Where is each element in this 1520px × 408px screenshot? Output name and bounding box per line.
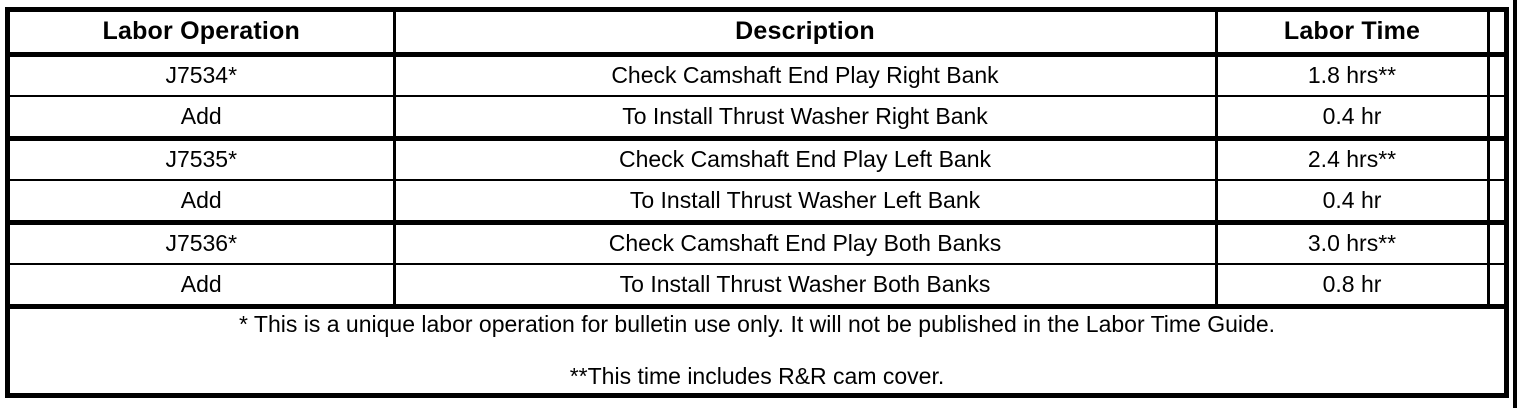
cell-labor-time: 3.0 hrs** bbox=[1216, 222, 1490, 265]
labor-operation-table-container: Labor Operation Description Labor Time J… bbox=[5, 7, 1509, 398]
cell-description: To Install Thrust Washer Right Bank bbox=[394, 96, 1218, 141]
footnote-spacer bbox=[10, 338, 1504, 364]
cell-description: Check Camshaft End Play Both Banks bbox=[394, 222, 1218, 265]
cell-labor-time: 0.4 hr bbox=[1216, 96, 1490, 141]
table-row: Add To Install Thrust Washer Right Bank … bbox=[10, 96, 1504, 141]
column-header-labor-operation: Labor Operation bbox=[10, 12, 396, 57]
cell-extra bbox=[1488, 264, 1504, 309]
cell-extra bbox=[1488, 138, 1504, 181]
cell-labor-time: 2.4 hrs** bbox=[1216, 138, 1490, 181]
footnote-single-asterisk: * This is a unique labor operation for b… bbox=[238, 311, 1276, 338]
cell-extra bbox=[1488, 180, 1504, 225]
cell-labor-operation: Add bbox=[10, 264, 396, 309]
table-footnotes-row: * This is a unique labor operation for b… bbox=[10, 306, 1504, 393]
footnote-double-asterisk: **This time includes R&R cam cover. bbox=[569, 362, 945, 389]
footnotes-cell: * This is a unique labor operation for b… bbox=[10, 306, 1504, 393]
labor-operation-table: Labor Operation Description Labor Time J… bbox=[10, 12, 1504, 393]
cell-description: To Install Thrust Washer Left Bank bbox=[394, 180, 1218, 225]
cell-description: Check Camshaft End Play Right Bank bbox=[394, 54, 1218, 97]
cell-extra bbox=[1488, 222, 1504, 265]
cell-labor-time: 1.8 hrs** bbox=[1216, 54, 1490, 97]
cell-labor-operation: J7535* bbox=[10, 138, 396, 181]
column-header-extra bbox=[1488, 12, 1504, 57]
table-row: J7535* Check Camshaft End Play Left Bank… bbox=[10, 138, 1504, 181]
cell-labor-operation: J7536* bbox=[10, 222, 396, 265]
cell-labor-operation: J7534* bbox=[10, 54, 396, 97]
column-header-description: Description bbox=[394, 12, 1218, 57]
cell-description: To Install Thrust Washer Both Banks bbox=[394, 264, 1218, 309]
column-header-labor-time: Labor Time bbox=[1216, 12, 1490, 57]
table-row: Add To Install Thrust Washer Left Bank 0… bbox=[10, 180, 1504, 225]
cell-description: Check Camshaft End Play Left Bank bbox=[394, 138, 1218, 181]
table-row: J7536* Check Camshaft End Play Both Bank… bbox=[10, 222, 1504, 265]
table-header-row: Labor Operation Description Labor Time bbox=[10, 12, 1504, 57]
cell-labor-operation: Add bbox=[10, 96, 396, 141]
table-row: Add To Install Thrust Washer Both Banks … bbox=[10, 264, 1504, 309]
page-edge-rule bbox=[1513, 0, 1517, 408]
table-row: J7534* Check Camshaft End Play Right Ban… bbox=[10, 54, 1504, 97]
cell-labor-operation: Add bbox=[10, 180, 396, 225]
cell-labor-time: 0.4 hr bbox=[1216, 180, 1490, 225]
cell-extra bbox=[1488, 96, 1504, 141]
cell-extra bbox=[1488, 54, 1504, 97]
cell-labor-time: 0.8 hr bbox=[1216, 264, 1490, 309]
